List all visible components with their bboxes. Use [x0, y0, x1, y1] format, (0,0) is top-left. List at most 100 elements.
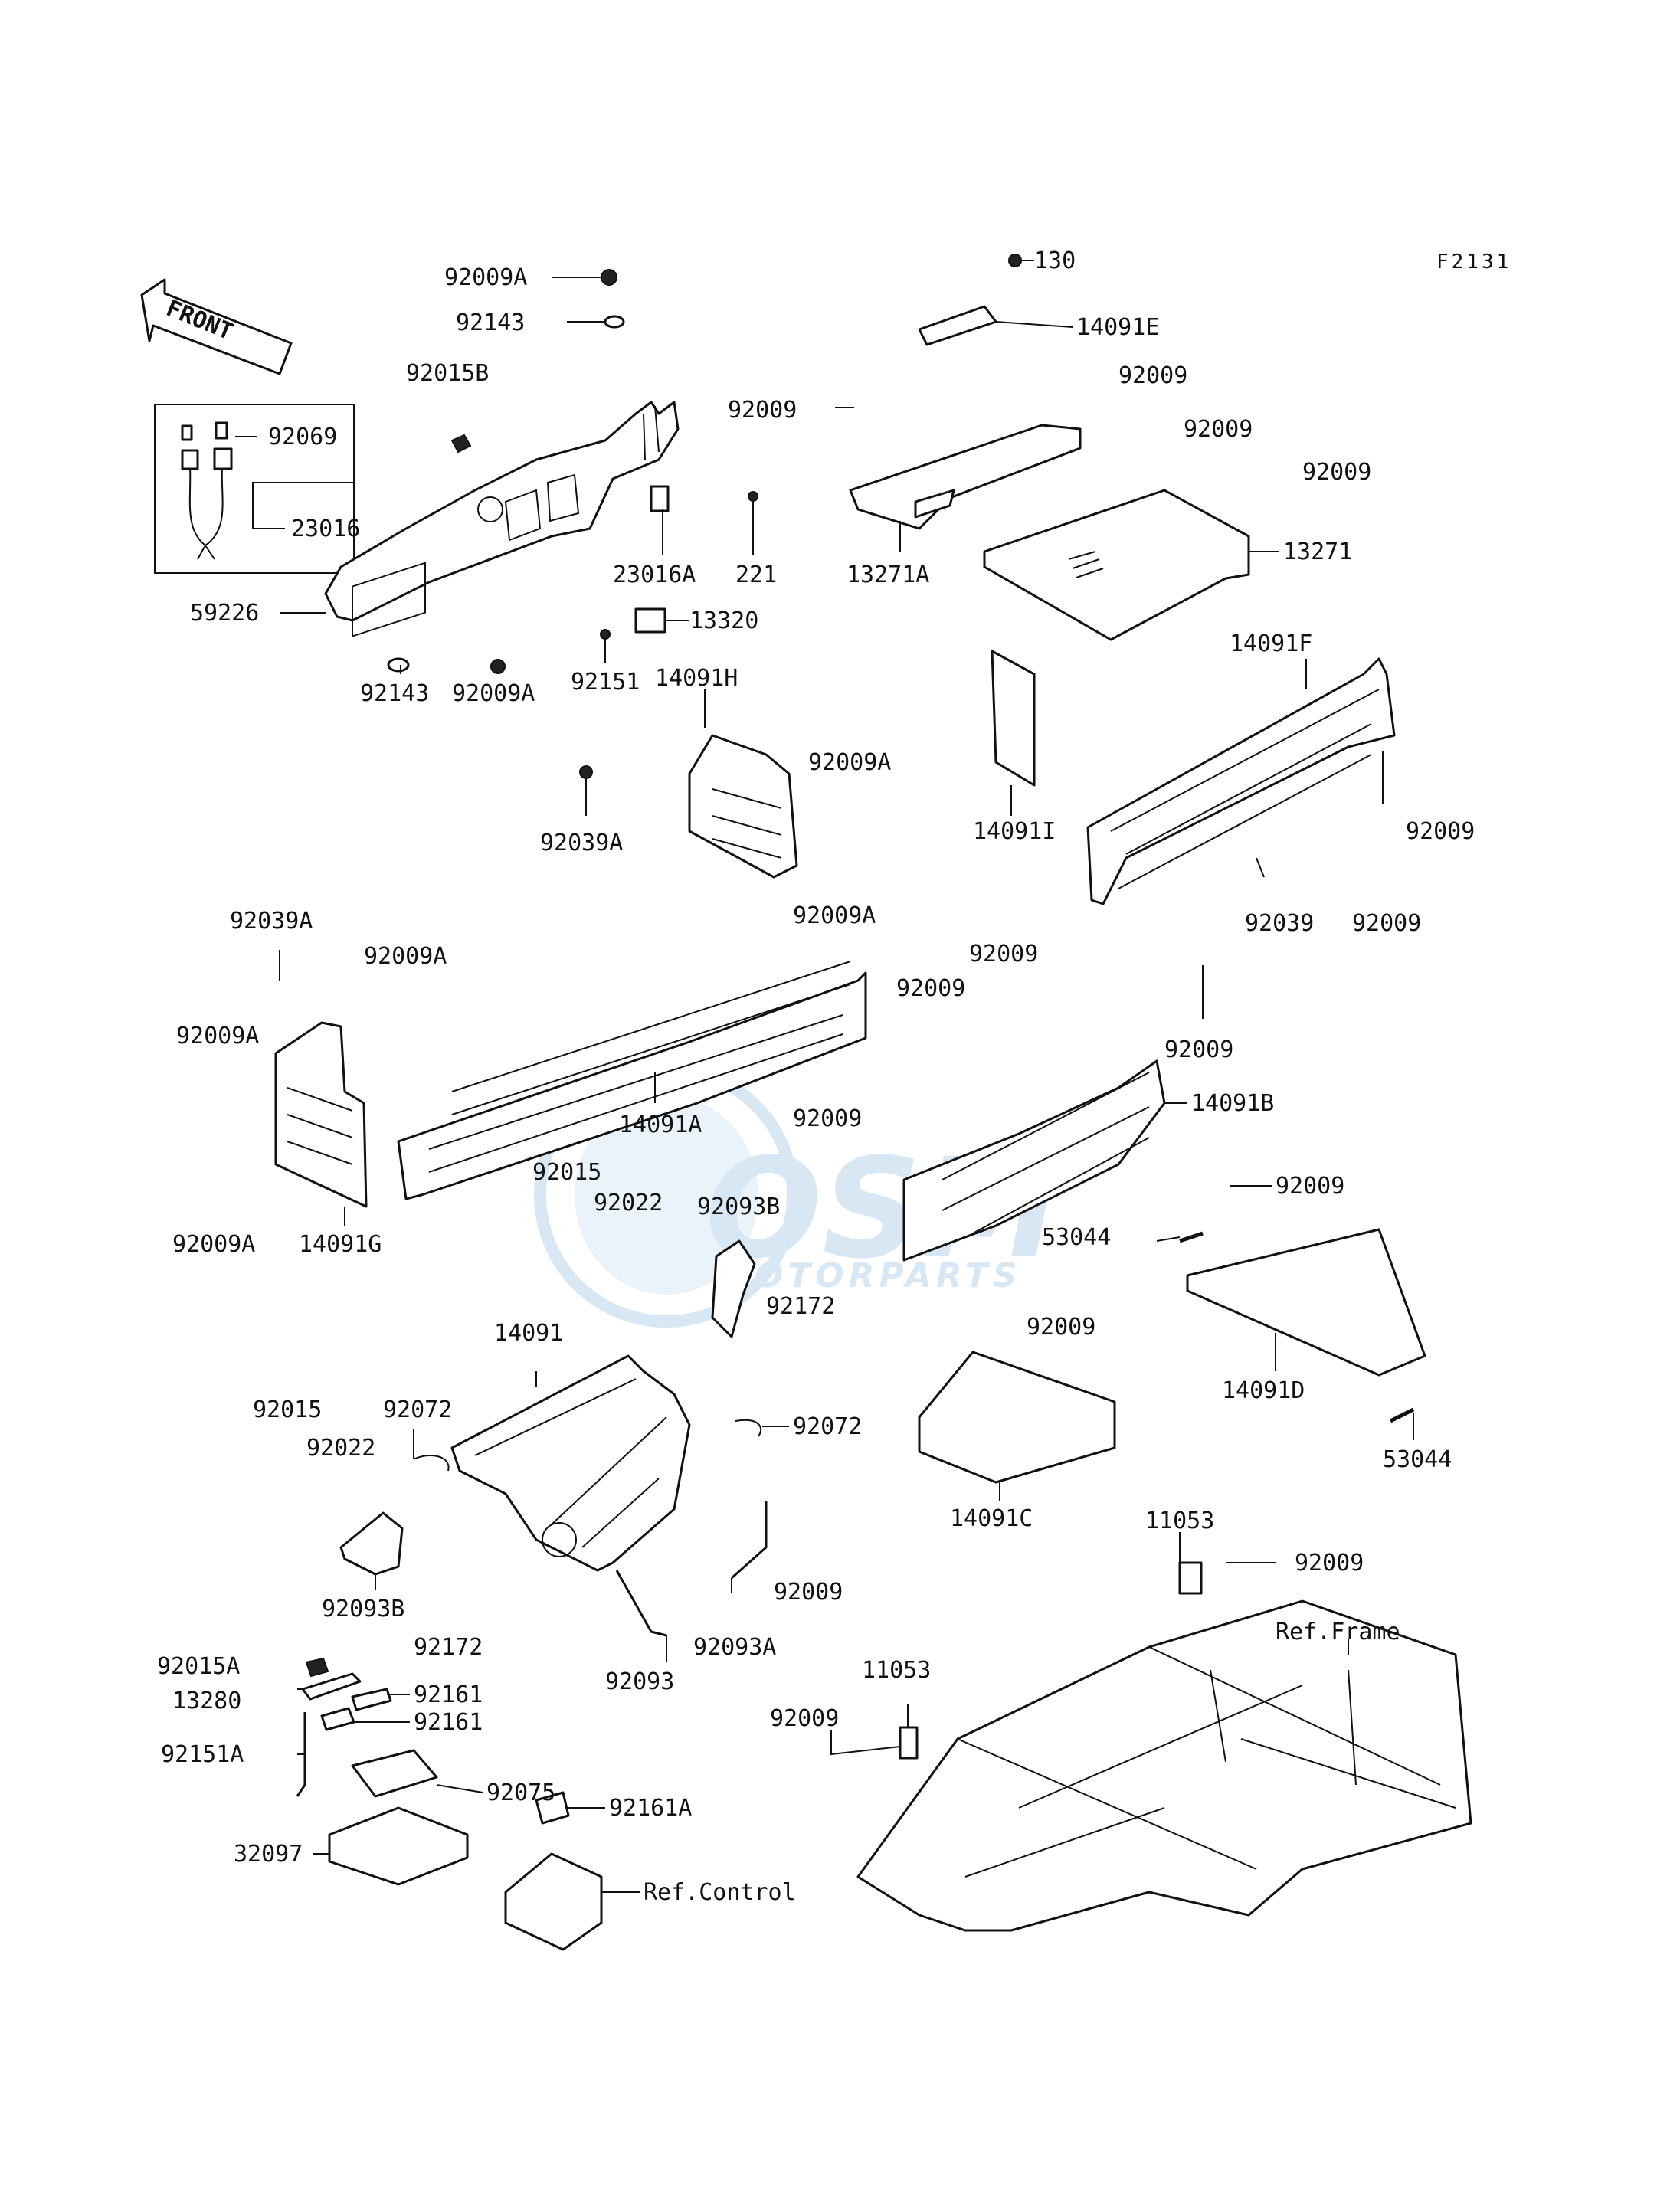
watermark-sub: MOTORPARTS — [716, 1256, 1021, 1295]
label-92093A: 92093A — [693, 1634, 776, 1661]
label-92015B: 92015B — [406, 360, 489, 387]
label-92015A: 92015A — [157, 1653, 240, 1680]
meter-13320-icon — [634, 607, 666, 634]
label-13271A: 13271A — [847, 562, 929, 588]
label-14091I: 14091I — [973, 818, 1056, 845]
label-14091F: 14091F — [1230, 630, 1312, 657]
label-92015: 92015 — [532, 1159, 601, 1186]
control-box — [504, 1852, 603, 1951]
switch-23016A-icon — [650, 485, 670, 512]
label-14091G: 14091G — [299, 1231, 382, 1258]
label-13320: 13320 — [689, 607, 758, 634]
clip-92039A-top-icon — [579, 765, 593, 779]
label-92093: 92093 — [605, 1668, 674, 1695]
label-14091B: 14091B — [1191, 1090, 1274, 1117]
label-92072: 92072 — [793, 1413, 862, 1440]
label-92009: 92009 — [969, 941, 1038, 968]
guard-14091G — [274, 1021, 368, 1208]
label-23016: 23016 — [291, 516, 360, 542]
label-92009: 92009 — [1184, 416, 1253, 443]
floor-plate-13271A — [849, 424, 1082, 530]
label-14091E: 14091E — [1076, 314, 1159, 341]
guard-14091A — [397, 961, 867, 1200]
label-92009: 92009 — [1406, 818, 1475, 845]
bolt-92009A-bottom-icon — [490, 659, 506, 674]
screw-221-icon — [748, 491, 758, 502]
label-14091D: 14091D — [1222, 1377, 1305, 1404]
label-13280: 13280 — [172, 1688, 241, 1714]
label-14091A: 14091A — [619, 1112, 702, 1138]
leader-lines — [235, 260, 1414, 1893]
label-53044: 53044 — [1383, 1446, 1452, 1473]
label-ref-frame: Ref.Frame — [1276, 1619, 1400, 1645]
label-221: 221 — [735, 562, 777, 588]
label-92009A: 92009A — [808, 749, 891, 776]
label-92009: 92009 — [1027, 1314, 1095, 1341]
tray-32097 — [328, 1806, 469, 1886]
label-14091: 14091 — [494, 1320, 563, 1347]
label-92009: 92009 — [1302, 459, 1371, 486]
label-59226: 59226 — [190, 600, 259, 627]
frame-assembly — [856, 1561, 1472, 1932]
label-92009: 92009 — [1118, 362, 1187, 389]
diagram-code: F2131 — [1436, 250, 1511, 273]
label-92161: 92161 — [414, 1681, 483, 1708]
label-92009A: 92009A — [172, 1231, 255, 1258]
bracket-92093B-upper — [711, 1239, 756, 1338]
pin-53044-bottom-icon — [1389, 1407, 1415, 1423]
label-92015: 92015 — [253, 1396, 322, 1423]
cap-92161A — [535, 1791, 570, 1825]
nut-92015B-icon — [450, 434, 472, 453]
pad-92075 — [351, 1749, 438, 1798]
label-92072: 92072 — [383, 1396, 452, 1423]
bracket-11053-lower — [899, 1726, 919, 1760]
label-92075: 92075 — [486, 1780, 555, 1806]
label-92039: 92039 — [1245, 910, 1314, 937]
label-92009: 92009 — [1164, 1036, 1233, 1063]
label-92039A: 92039A — [540, 830, 623, 856]
tub-14091 — [450, 1354, 691, 1572]
label-ref-control: Ref.Control — [644, 1879, 796, 1906]
front-direction-arrow-icon: FRONT — [140, 278, 293, 375]
pad-92161-b — [320, 1707, 355, 1731]
label-13271: 13271 — [1283, 539, 1352, 565]
bracket-92093 — [615, 1570, 667, 1637]
label-92009A: 92009A — [444, 264, 527, 291]
bracket-14091E — [918, 305, 997, 346]
floor-plate-13271 — [983, 489, 1250, 641]
label-92009: 92009 — [1352, 910, 1421, 937]
nut-92015A-icon — [305, 1657, 329, 1678]
label-92151A: 92151A — [161, 1741, 244, 1768]
label-92022: 92022 — [306, 1435, 375, 1462]
washer-92143-top-icon — [604, 315, 625, 329]
washer-92143-bottom-icon — [387, 657, 410, 673]
label-92009A: 92009A — [452, 680, 535, 707]
pad-92161-a — [351, 1688, 392, 1711]
label-92151: 92151 — [571, 669, 640, 696]
label-92009: 92009 — [774, 1579, 843, 1606]
panel-14091I — [991, 650, 1036, 787]
callout-labels: 92009A 92143 92015B 92069 23016 59226 23… — [157, 247, 1475, 1906]
label-92161: 92161 — [414, 1709, 483, 1736]
bracket-13280 — [301, 1672, 362, 1701]
clamps-92072 — [413, 1419, 762, 1472]
label-92022: 92022 — [594, 1190, 663, 1216]
label-14091C: 14091C — [950, 1505, 1033, 1532]
label-11053: 11053 — [862, 1657, 931, 1684]
plate-14091C — [918, 1351, 1116, 1484]
label-92009: 92009 — [793, 1105, 862, 1132]
label-14091H: 14091H — [655, 665, 738, 692]
watermark-globe — [575, 1095, 758, 1295]
label-92009: 92009 — [770, 1705, 839, 1732]
label-92009: 92009 — [1295, 1550, 1364, 1577]
label-92172: 92172 — [766, 1293, 835, 1320]
label-92069: 92069 — [268, 424, 337, 450]
bracket-92093A — [731, 1501, 768, 1580]
label-92009A: 92009A — [793, 902, 876, 929]
dash-panel-59226 — [324, 401, 680, 637]
bracket-11053-upper — [1178, 1561, 1203, 1595]
label-11053: 11053 — [1145, 1508, 1214, 1534]
label-53044: 53044 — [1042, 1224, 1111, 1251]
